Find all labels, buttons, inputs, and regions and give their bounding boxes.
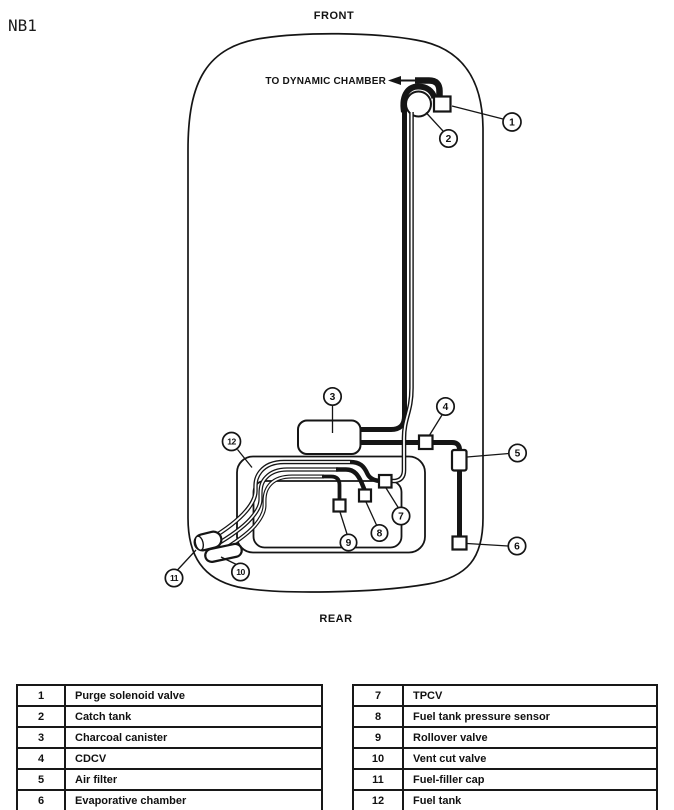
svg-text:2: 2 xyxy=(446,134,452,145)
legend-num: 11 xyxy=(352,768,404,791)
catch-tank xyxy=(400,83,438,118)
legend-num: 2 xyxy=(16,705,66,728)
svg-text:8: 8 xyxy=(377,529,383,540)
leader-lines xyxy=(176,105,510,571)
legend-row: 1 Purge solenoid valve xyxy=(16,684,323,707)
callout-10: 10 xyxy=(230,562,251,582)
legend-table-left: 1 Purge solenoid valve 2 Catch tank 3 Ch… xyxy=(16,684,323,810)
legend-num: 8 xyxy=(352,705,404,728)
legend-label: TPCV xyxy=(402,684,658,707)
legend-label: Fuel tank xyxy=(402,789,658,810)
callout-11: 11 xyxy=(164,568,184,588)
legend-label: Purge solenoid valve xyxy=(64,684,323,707)
rollover-valve xyxy=(332,498,347,513)
legend-label: Air filter xyxy=(64,768,323,791)
tpcv xyxy=(377,473,393,489)
svg-text:1: 1 xyxy=(509,118,515,129)
legend-num: 3 xyxy=(16,726,66,749)
legend-row: 7 TPCV xyxy=(352,684,658,707)
svg-text:4: 4 xyxy=(443,402,449,413)
legend-row: 3 Charcoal canister xyxy=(16,726,323,749)
air-filter xyxy=(450,448,468,472)
car-body-outline xyxy=(187,32,484,593)
purge-solenoid-valve xyxy=(432,95,452,113)
legend-row: 8 Fuel tank pressure sensor xyxy=(352,705,658,728)
legend-row: 10 Vent cut valve xyxy=(352,747,658,770)
legend-num: 7 xyxy=(352,684,404,707)
legend-num: 10 xyxy=(352,747,404,770)
legend-label: Evaporative chamber xyxy=(64,789,323,810)
legend-num: 4 xyxy=(16,747,66,770)
legend-row: 4 CDCV xyxy=(16,747,323,770)
left-arrow-icon xyxy=(388,76,415,85)
fuel-filler-cap xyxy=(193,530,223,552)
cdcv xyxy=(417,434,434,451)
legend-label: Charcoal canister xyxy=(64,726,323,749)
svg-text:3: 3 xyxy=(330,392,336,403)
callout-8: 8 xyxy=(370,523,389,543)
svg-text:12: 12 xyxy=(227,437,236,447)
callout-4: 4 xyxy=(435,396,456,417)
pipe-bundle-2 xyxy=(212,467,368,548)
legend-row: 9 Rollover valve xyxy=(352,726,658,749)
callout-12: 12 xyxy=(221,431,242,452)
callout-1: 1 xyxy=(502,112,522,132)
legend-table-right: 7 TPCV 8 Fuel tank pressure sensor 9 Rol… xyxy=(352,684,658,810)
legend-num: 5 xyxy=(16,768,66,791)
pipe-to-tpcv xyxy=(388,112,414,484)
evaporative-chamber xyxy=(451,535,468,551)
svg-text:9: 9 xyxy=(346,538,352,549)
to-dynamic-chamber-label: TO DYNAMIC CHAMBER xyxy=(265,76,386,87)
legend-row: 12 Fuel tank xyxy=(352,789,658,810)
svg-text:5: 5 xyxy=(515,449,521,460)
legend-label: Fuel-filler cap xyxy=(402,768,658,791)
callout-5: 5 xyxy=(507,443,528,463)
legend-label: CDCV xyxy=(64,747,323,770)
callout-6: 6 xyxy=(507,536,527,556)
legend-row: 6 Evaporative chamber xyxy=(16,789,323,810)
callout-7: 7 xyxy=(391,506,411,526)
legend-row: 2 Catch tank xyxy=(16,705,323,728)
rear-label: REAR xyxy=(319,613,352,625)
legend-row: 5 Air filter xyxy=(16,768,323,791)
svg-text:10: 10 xyxy=(236,567,245,577)
legend-label: Vent cut valve xyxy=(402,747,658,770)
callout-2: 2 xyxy=(438,128,459,149)
front-label: FRONT xyxy=(314,10,354,22)
svg-text:6: 6 xyxy=(514,542,520,553)
legend-num: 12 xyxy=(352,789,404,810)
evap-system-diagram: NB1 FRONT REAR TO DYNAMIC CHAMBER xyxy=(8,10,528,625)
pipe-bundle-1 xyxy=(208,459,383,542)
legend-num: 9 xyxy=(352,726,404,749)
legend-label: Rollover valve xyxy=(402,726,658,749)
legend-num: 1 xyxy=(16,684,66,707)
legend-label: Fuel tank pressure sensor xyxy=(402,705,658,728)
pipe-bundle-3 xyxy=(217,474,342,555)
callout-3: 3 xyxy=(322,386,343,407)
legend-row: 11 Fuel-filler cap xyxy=(352,768,658,791)
legend-num: 6 xyxy=(16,789,66,810)
pipe-dynamic-chamber xyxy=(415,77,443,98)
fuel-tank-pressure-sensor xyxy=(357,488,373,503)
pipe-catchtank-to-canister xyxy=(359,104,407,432)
page-code: NB1 xyxy=(8,16,37,35)
charcoal-canister xyxy=(297,419,362,455)
callout-9: 9 xyxy=(339,533,358,552)
svg-text:7: 7 xyxy=(398,512,404,523)
legend-label: Catch tank xyxy=(64,705,323,728)
svg-text:11: 11 xyxy=(170,573,179,583)
